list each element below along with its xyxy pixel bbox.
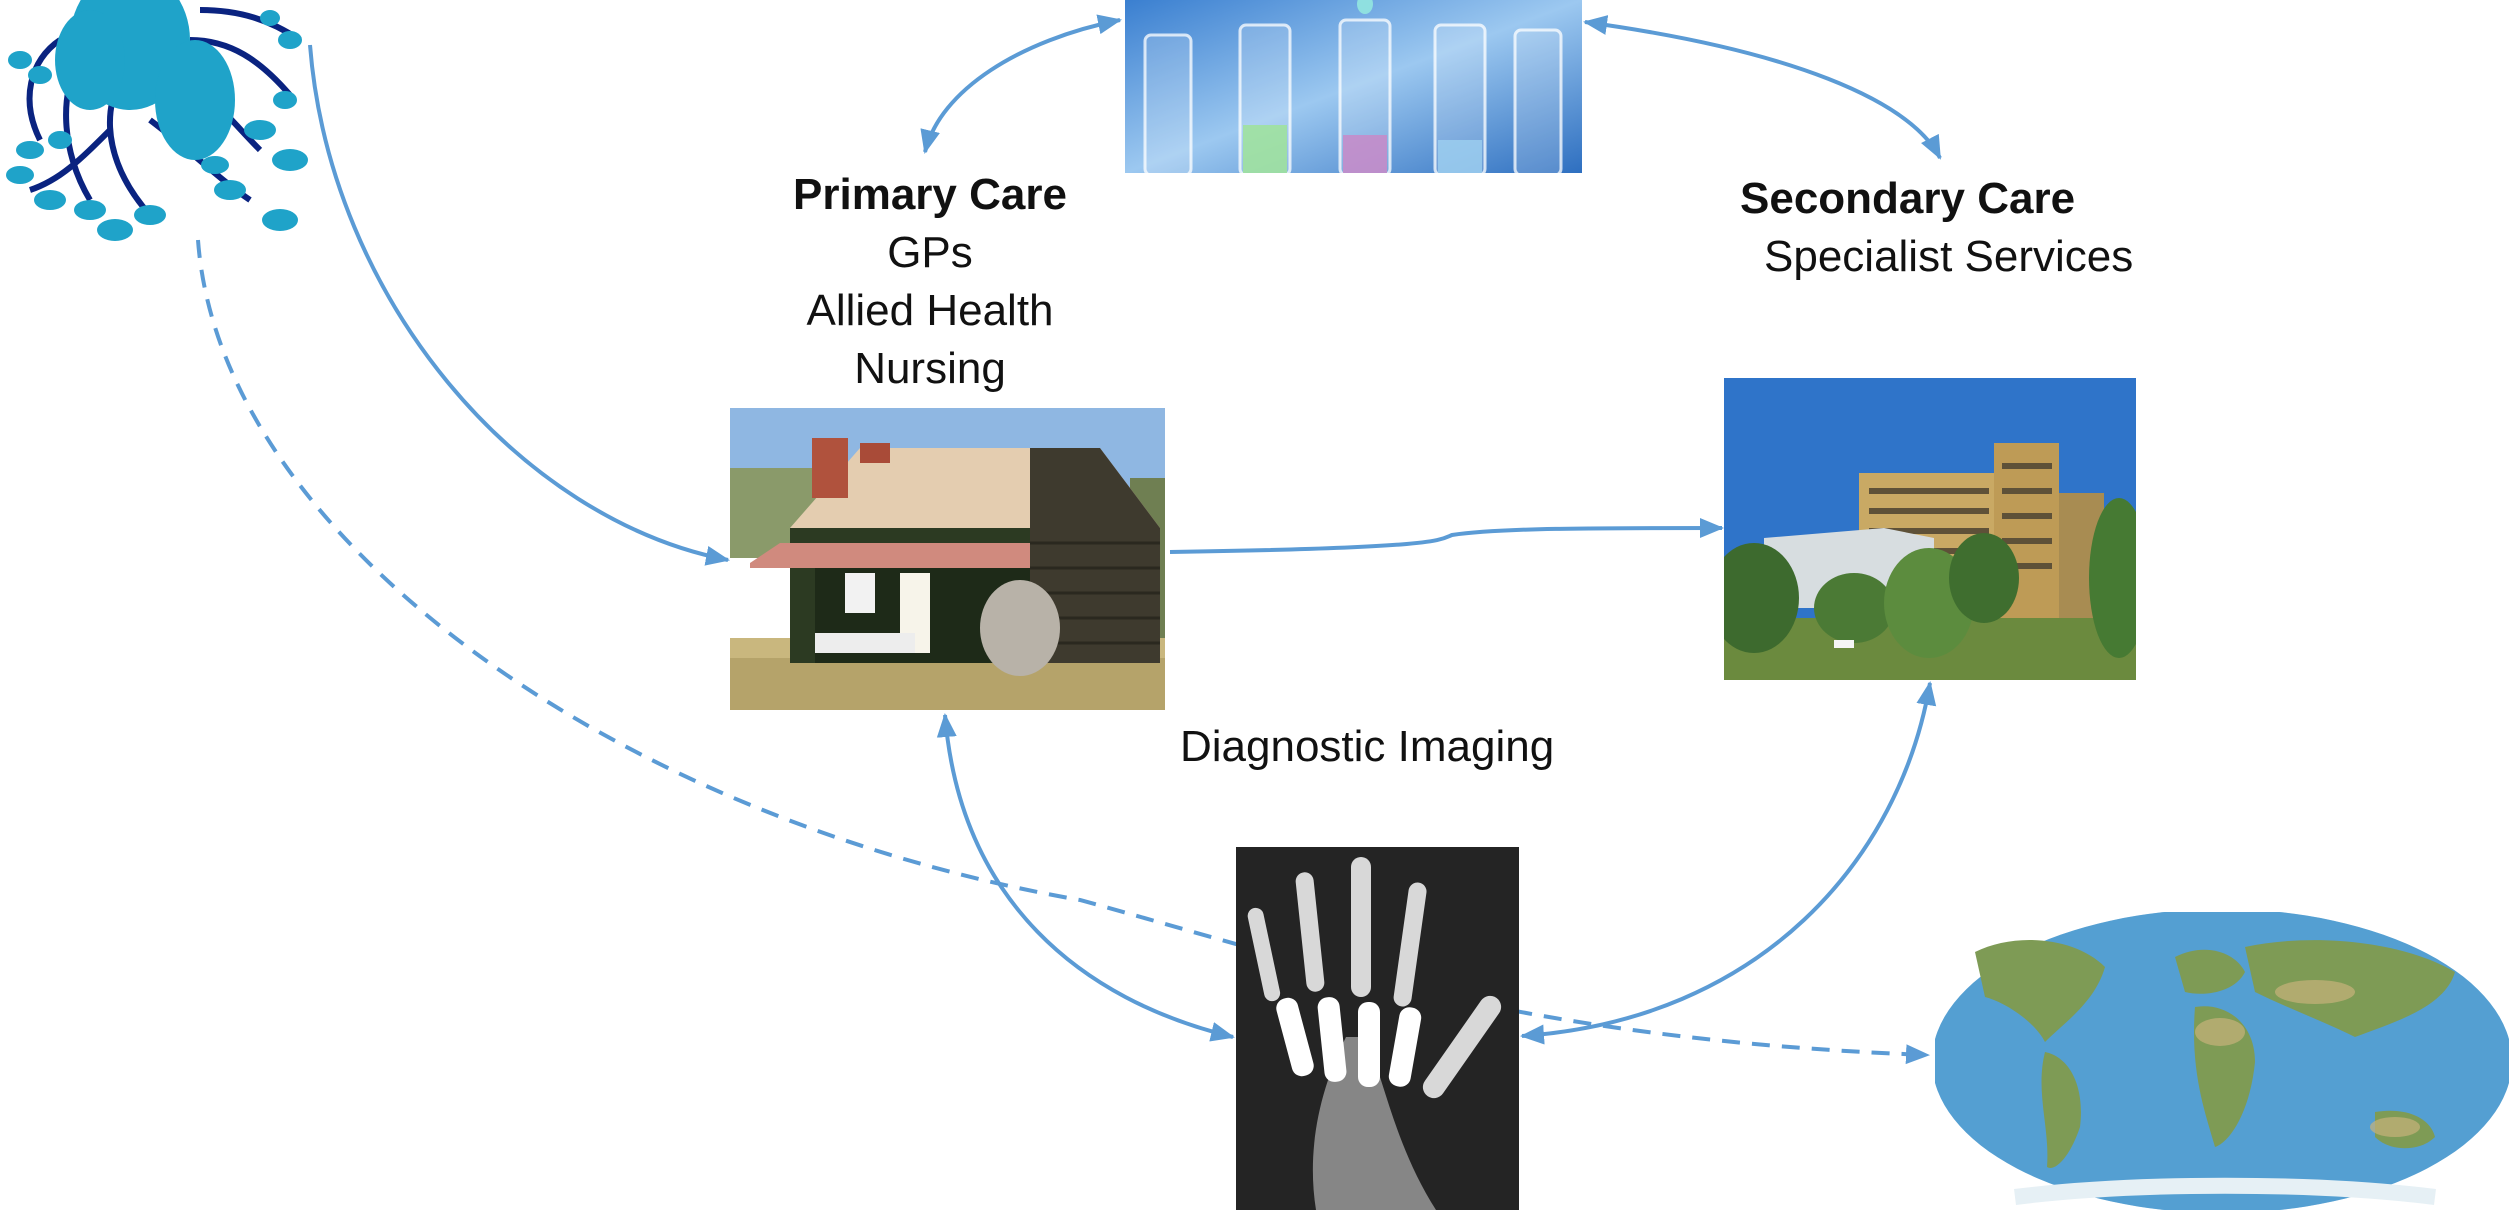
primary-care-label: Primary Care GPs Allied Health Nursing xyxy=(780,166,1080,398)
primary-care-line-nursing: Nursing xyxy=(854,344,1006,393)
world-map-illustration xyxy=(1935,912,2509,1210)
arrow-lab-primary xyxy=(920,14,1122,154)
primary-care-line-allied-health: Allied Health xyxy=(806,286,1054,335)
diagnostic-imaging-label: Diagnostic Imaging xyxy=(1180,722,1555,771)
dashed-bacteria-to-world xyxy=(196,239,1930,1065)
arrow-lab-secondary xyxy=(1583,15,1942,160)
primary-care-title: Primary Care xyxy=(793,170,1067,219)
secondary-care-line-specialist: Specialist Services xyxy=(1764,232,2134,281)
secondary-care-label: Secondary Care Specialist Services xyxy=(1740,170,2140,286)
secondary-care-title: Secondary Care xyxy=(1740,174,2076,223)
rural-house-photo xyxy=(730,408,1165,710)
arrow-primary-xray xyxy=(936,713,1235,1042)
hand-xray-photo xyxy=(1236,847,1519,1210)
primary-care-line-gps: GPs xyxy=(887,228,973,277)
test-tubes-photo xyxy=(1125,0,1582,173)
arrow-bacteria-to-primary xyxy=(308,44,730,566)
hospital-building-photo xyxy=(1724,378,2136,680)
arrow-secondary-xray xyxy=(1520,681,1937,1045)
bacteria-illustration xyxy=(0,0,320,245)
arrow-primary-to-secondary xyxy=(1169,518,1724,554)
